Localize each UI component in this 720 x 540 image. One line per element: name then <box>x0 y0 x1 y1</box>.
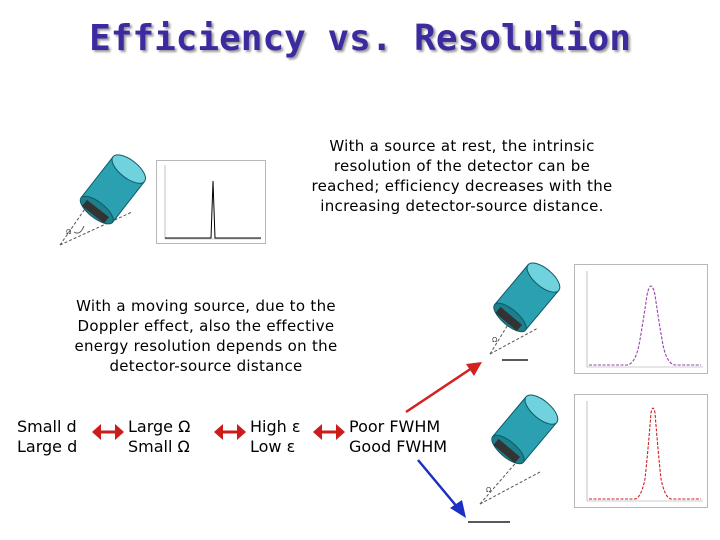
efficiency-high: High ε <box>250 417 301 436</box>
double-arrow-icon <box>214 424 246 440</box>
arrow-to-near-figure-icon <box>405 362 482 414</box>
fwhm-good: Good FWHM <box>349 437 448 456</box>
spectrum-plot-near <box>574 264 708 374</box>
detector-figure-far: Ω <box>468 394 559 523</box>
detector-figure-near: Ω <box>489 262 561 361</box>
distance-large: Large d <box>17 437 78 456</box>
detector-icon <box>491 394 559 465</box>
solid-angle-small: Small Ω <box>128 437 190 456</box>
paragraph-moving-source: With a moving source, due to the Doppler… <box>74 297 338 375</box>
double-arrow-icon <box>313 424 345 440</box>
paragraph-source-at-rest: With a source at rest, the intrinsic res… <box>311 137 613 215</box>
double-arrow-icon <box>92 424 124 440</box>
efficiency-column: High ε Low ε <box>250 417 301 457</box>
omega-label: Ω <box>486 486 492 494</box>
spectrum-plot-far <box>574 394 708 508</box>
arrow-to-far-figure-icon <box>417 459 466 518</box>
fwhm-column: Poor FWHM Good FWHM <box>349 417 447 457</box>
slide-title: Efficiency vs. Resolution <box>89 18 631 59</box>
distance-column: Small d Large d <box>17 417 77 457</box>
detector-figure-rest: Ω <box>59 154 146 246</box>
fwhm-poor: Poor FWHM <box>349 417 441 436</box>
narrower-peak <box>589 407 701 500</box>
detector-icon <box>79 154 146 225</box>
distance-small: Small d <box>17 417 77 436</box>
solid-angle-large: Large Ω <box>128 417 191 436</box>
broad-peak <box>589 285 701 366</box>
solid-angle-column: Large Ω Small Ω <box>128 417 190 457</box>
detection-cone <box>479 457 541 505</box>
omega-label: Ω <box>492 336 498 344</box>
narrow-peak <box>165 180 261 239</box>
efficiency-low: Low ε <box>250 437 296 456</box>
omega-label: Ω <box>66 228 72 236</box>
detector-icon <box>493 262 561 333</box>
spectrum-plot-rest <box>156 160 266 244</box>
